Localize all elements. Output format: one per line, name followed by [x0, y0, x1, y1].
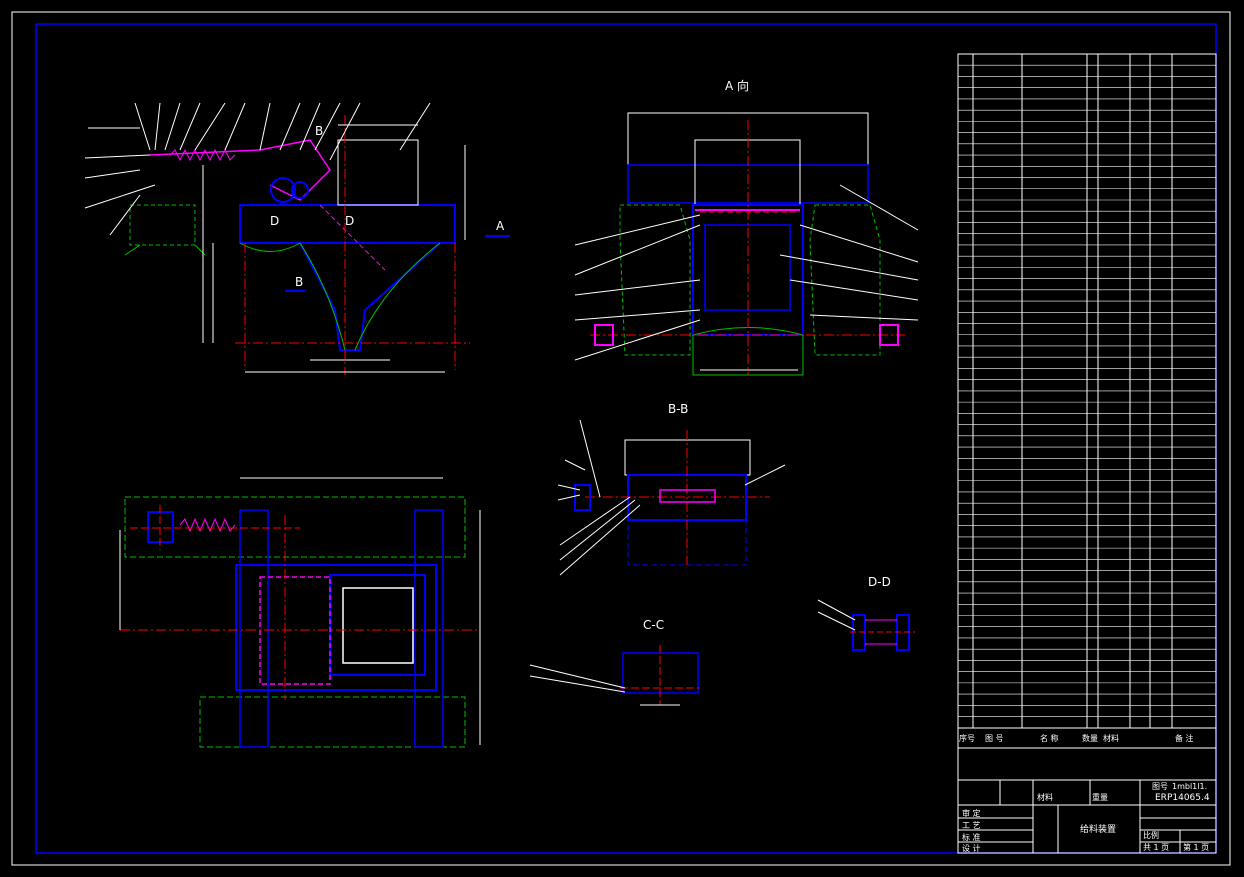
callout-b-upper: B [315, 124, 323, 138]
header-col-drawing-no: 图 号 [985, 734, 1004, 743]
header-col-qty: 数量 [1082, 733, 1098, 743]
header-col-name: 名 称 [1040, 733, 1059, 743]
plan-view [119, 477, 481, 748]
inner-border [35, 23, 1217, 854]
title-block-no-label: 图号 [1152, 782, 1168, 791]
view-a: A 向 [574, 78, 919, 376]
parts-list-header: 序号 图 号 名 称 数量 材料 备 注 [957, 727, 1217, 749]
section-bb: B-B [557, 402, 786, 576]
parts-list [957, 53, 1217, 729]
section-bb-title: B-B [668, 402, 688, 416]
callout-d-left: D [270, 214, 279, 228]
section-dd-title: D-D [868, 575, 891, 589]
title-block-drawing-no: ERP14065.4 [1155, 793, 1210, 803]
callout-a: A [496, 219, 505, 233]
callout-b-lower: B [295, 275, 303, 289]
header-col-material: 材料 [1103, 733, 1119, 743]
sign-row-4: 设 计 [962, 843, 981, 853]
sign-row-2: 工 艺 [962, 821, 981, 830]
outer-border [11, 11, 1231, 866]
header-col-remark: 备 注 [1175, 733, 1194, 743]
title-block-sheet-no: 第 1 页 [1183, 842, 1209, 852]
main-elevation-view: A B B D D [84, 102, 510, 375]
title-block-sheet-total: 共 1 页 [1143, 843, 1169, 852]
view-a-title: A 向 [725, 78, 749, 93]
title-block-weight-label: 重量 [1092, 792, 1108, 802]
title-block: 给料装置 图号 1mbl1l1. ERP14065.4 重量 材料 比例 共 1… [957, 747, 1217, 854]
sign-row-1: 审 定 [962, 808, 981, 818]
title-block-material-label: 材料 [1037, 792, 1053, 802]
title-block-title: 给料装置 [1080, 823, 1116, 835]
callout-d-right: D [345, 214, 354, 228]
section-cc: C-C [529, 618, 700, 706]
title-block-no-value: 1mbl1l1. [1172, 782, 1207, 791]
sign-row-3: 标 准 [962, 832, 981, 842]
section-cc-title: C-C [643, 618, 664, 632]
header-col-index: 序号 [959, 733, 975, 743]
section-dd: D-D [817, 575, 915, 651]
title-block-scale-label: 比例 [1143, 830, 1159, 840]
